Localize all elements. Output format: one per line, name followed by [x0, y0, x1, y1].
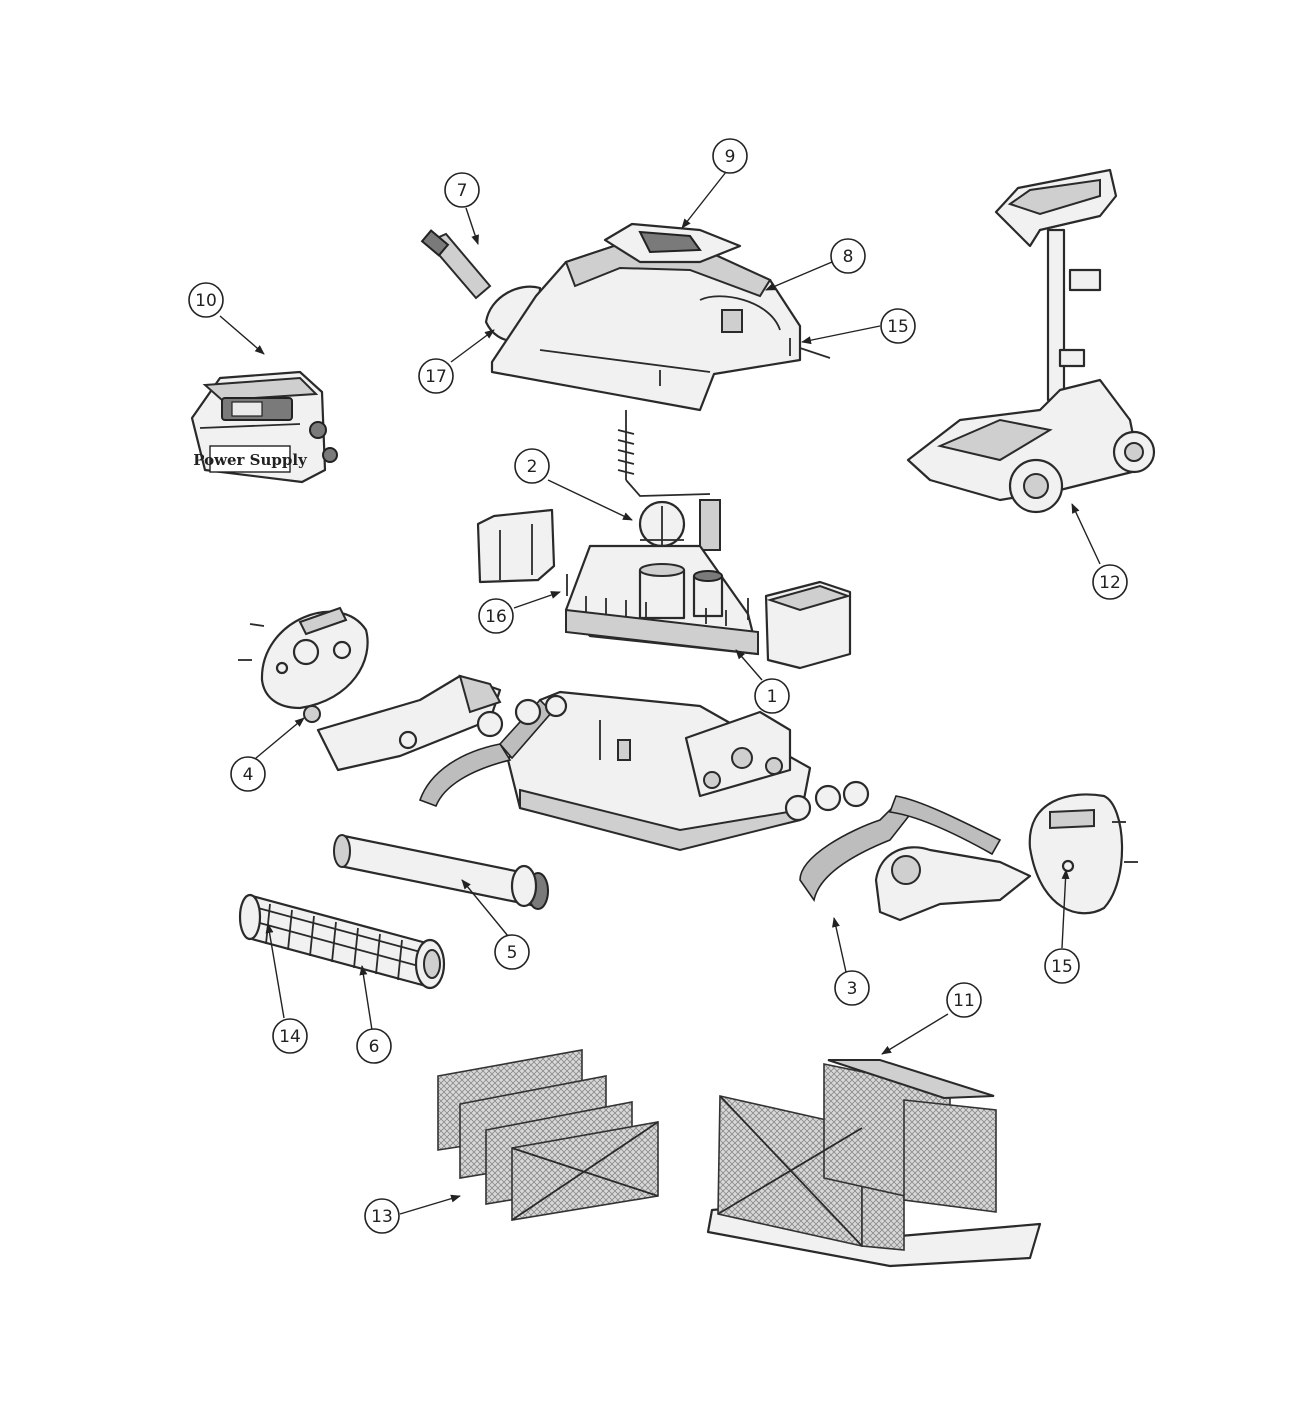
filter-basket-part	[706, 1059, 1042, 1268]
svg-text:17: 17	[425, 367, 447, 387]
svg-text:10: 10	[195, 291, 217, 311]
power-supply-label: Power Supply	[193, 451, 308, 469]
callout-17: 17	[418, 358, 454, 394]
svg-text:8: 8	[843, 247, 854, 267]
callout-15-top: 15	[880, 308, 916, 344]
callout-16: 16	[478, 598, 514, 634]
callout-15-bottom: 15	[1044, 948, 1080, 984]
impeller-part	[617, 410, 721, 560]
svg-text:1: 1	[767, 687, 778, 707]
brush-part	[238, 893, 446, 990]
roller-part	[333, 834, 549, 910]
svg-text:13: 13	[371, 1207, 393, 1227]
callout-10: 10	[188, 282, 224, 318]
callout-11: 11	[946, 982, 982, 1018]
callout-12: 12	[1092, 564, 1128, 600]
right-track-part	[784, 780, 1002, 902]
callout-5: 5	[494, 934, 530, 970]
svg-text:15: 15	[1051, 957, 1073, 977]
svg-text:7: 7	[457, 181, 468, 201]
right-side-plate-part	[1028, 793, 1138, 915]
callout-7: 7	[444, 172, 480, 208]
callout-13: 13	[364, 1198, 400, 1234]
right-track-frame-part	[874, 846, 1032, 922]
svg-text:3: 3	[847, 979, 858, 999]
left-track-frame-part	[316, 674, 502, 772]
callout-6: 6	[356, 1028, 392, 1064]
callout-14: 14	[272, 1018, 308, 1054]
screws-part	[566, 574, 749, 620]
swivel-connector-part	[420, 229, 492, 300]
leader-lines	[219, 171, 1101, 1215]
svg-text:6: 6	[369, 1037, 380, 1057]
caddy-cart-part	[906, 168, 1156, 514]
motor-base-part	[564, 544, 760, 656]
left-track-part	[418, 694, 568, 808]
power-supply-part: Power Supply	[190, 370, 338, 484]
svg-text:4: 4	[243, 765, 254, 785]
svg-text:2: 2	[527, 457, 538, 477]
callout-4: 4	[230, 756, 266, 792]
left-motor-bracket-part	[476, 508, 556, 584]
svg-text:16: 16	[485, 607, 507, 627]
callout-1: 1	[754, 678, 790, 714]
top-cover-part	[490, 222, 831, 412]
callout-8: 8	[830, 238, 866, 274]
right-motor-bracket-part	[764, 580, 852, 670]
svg-text:15: 15	[887, 317, 909, 337]
callout-9: 9	[712, 138, 748, 174]
filter-panels-part	[437, 1049, 659, 1221]
left-side-plate-part	[238, 606, 369, 723]
svg-text:11: 11	[953, 991, 975, 1011]
svg-text:9: 9	[725, 147, 736, 167]
svg-text:5: 5	[507, 943, 518, 963]
chassis-part	[506, 690, 812, 852]
svg-text:12: 12	[1099, 573, 1121, 593]
svg-text:14: 14	[279, 1027, 301, 1047]
callout-3: 3	[834, 970, 870, 1006]
callout-2: 2	[514, 448, 550, 484]
